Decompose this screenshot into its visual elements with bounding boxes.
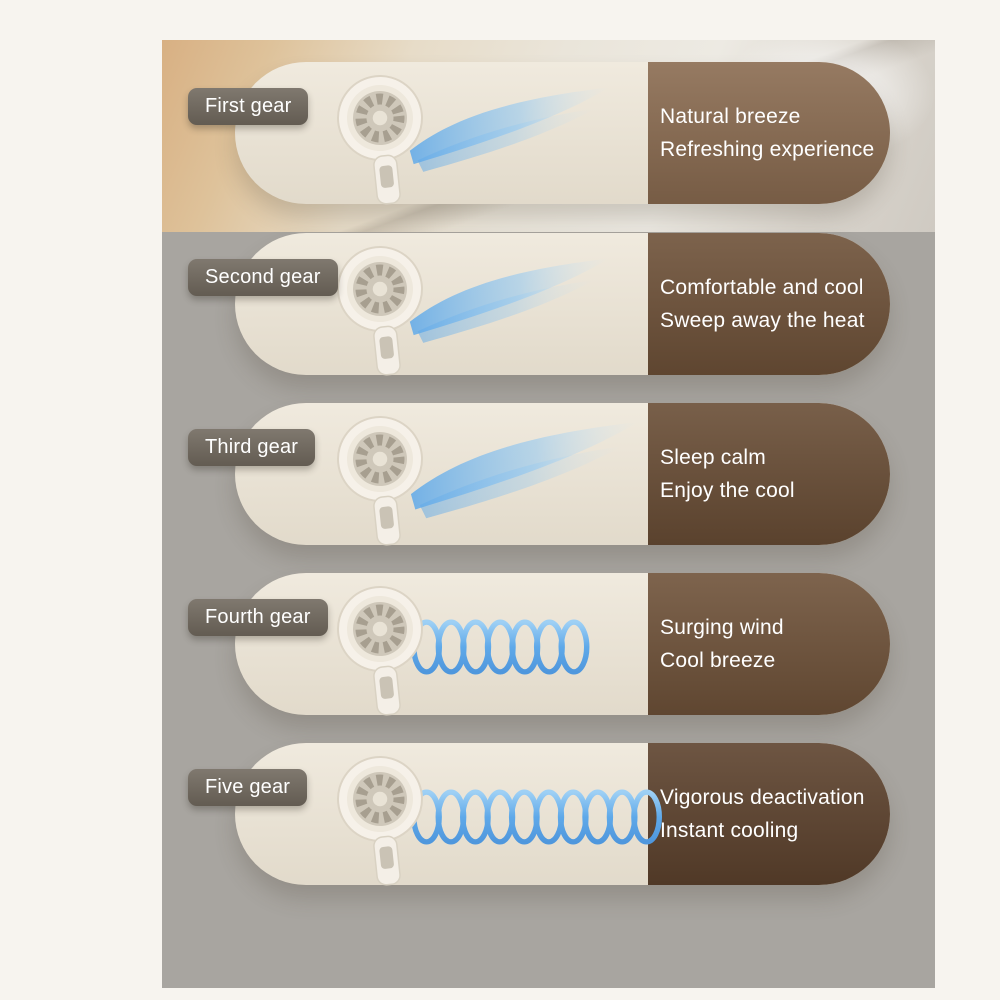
- handheld-fan-image: [336, 245, 428, 377]
- feature-text-line1: Comfortable and cool: [660, 276, 864, 299]
- feature-text-line1: Vigorous deactivation: [660, 786, 865, 809]
- handheld-fan-image: [336, 74, 428, 206]
- gear-row: Comfortable and cool Sweep away the heat…: [0, 233, 1000, 403]
- feature-panel: Comfortable and cool Sweep away the heat: [648, 233, 890, 375]
- airflow-coil-icon: [412, 619, 590, 675]
- feature-panel: Vigorous deactivation Instant cooling: [648, 743, 890, 885]
- airflow-breeze-icon: [410, 422, 639, 519]
- gear-badge: Fourth gear: [188, 599, 328, 636]
- feature-text-line2: Sweep away the heat: [660, 309, 865, 332]
- gear-badge: Five gear: [188, 769, 308, 806]
- gear-badge-label: Five gear: [205, 776, 291, 798]
- gear-badge: Third gear: [188, 429, 316, 466]
- feature-text-line1: Natural breeze: [660, 105, 801, 128]
- airflow-breeze-icon: [409, 87, 610, 172]
- gear-badge-label: Third gear: [205, 436, 299, 458]
- gear-badge-label: First gear: [205, 95, 292, 117]
- row-capsule: Natural breeze Refreshing experience: [235, 62, 890, 204]
- feature-text-line1: Sleep calm: [660, 446, 766, 469]
- gear-badge-label: Second gear: [205, 266, 321, 288]
- airflow-coil-icon: [412, 789, 662, 845]
- gear-row: Surging wind Cool breeze Fourth gear: [0, 573, 1000, 743]
- feature-panel: Surging wind Cool breeze: [648, 573, 890, 715]
- handheld-fan-image: [336, 585, 428, 717]
- gear-badge-label: Fourth gear: [205, 606, 311, 628]
- gear-row: Sleep calm Enjoy the cool Third gear: [0, 403, 1000, 573]
- feature-text-line2: Refreshing experience: [660, 138, 875, 161]
- handheld-fan-image: [336, 755, 428, 887]
- feature-text-line1: Surging wind: [660, 616, 784, 639]
- feature-text-line2: Enjoy the cool: [660, 479, 795, 502]
- airflow-breeze-icon: [409, 258, 610, 343]
- feature-panel: Sleep calm Enjoy the cool: [648, 403, 890, 545]
- feature-panel: Natural breeze Refreshing experience: [648, 62, 890, 204]
- gear-badge: First gear: [188, 88, 309, 125]
- handheld-fan-image: [336, 415, 428, 547]
- feature-text-line2: Cool breeze: [660, 649, 776, 672]
- gear-row: Natural breeze Refreshing experience Fir…: [0, 62, 1000, 232]
- gear-badge: Second gear: [188, 259, 338, 296]
- feature-text-line2: Instant cooling: [660, 819, 799, 842]
- gear-row: Vigorous deactivation Instant cooling Fi…: [0, 743, 1000, 913]
